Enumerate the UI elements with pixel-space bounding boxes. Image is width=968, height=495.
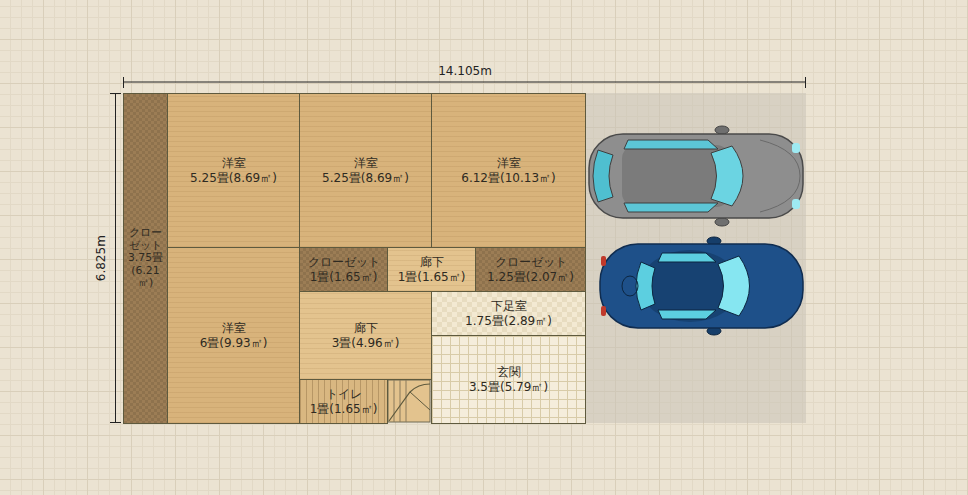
room-box: トイレ1畳(1.65㎡): [299, 379, 388, 424]
room-area: 6.12畳(10.13㎡): [461, 171, 555, 186]
room-box: 下足室1.75畳(2.89㎡): [431, 291, 586, 336]
room-name: 廊下: [354, 321, 378, 336]
dimension-label: 14.105m: [438, 64, 492, 78]
room-name: 洋室: [222, 321, 246, 336]
room-name: クローゼット: [495, 255, 567, 270]
room-name: トイレ: [326, 387, 362, 402]
room-name: クローゼット: [124, 227, 167, 252]
room-area: 3.5畳(5.79㎡): [469, 380, 548, 395]
room-area: 1.75畳(2.89㎡): [465, 314, 552, 329]
room-area: 3.75畳(6.21㎡): [124, 252, 167, 289]
parking-area: [585, 93, 806, 423]
car-illustration: [589, 126, 803, 226]
dimension-lines: [110, 77, 806, 423]
room-box: 廊下1畳(1.65㎡): [387, 247, 476, 292]
room-area: 1畳(1.65㎡): [398, 270, 466, 285]
room-name: 洋室: [222, 156, 246, 171]
room-box: 玄関3.5畳(5.79㎡): [431, 335, 586, 424]
room-area: 6畳(9.93㎡): [200, 336, 268, 351]
room-name: 洋室: [354, 156, 378, 171]
room-box: クローゼット1畳(1.65㎡): [299, 247, 388, 292]
room-box: 廊下3畳(4.96㎡): [299, 291, 432, 380]
room-area: 3畳(4.96㎡): [332, 336, 400, 351]
room-name: 下足室: [491, 299, 527, 314]
dimension-label: 6.825m: [94, 235, 108, 281]
room-area: 5.25畳(8.69㎡): [190, 171, 277, 186]
room-name: 洋室: [497, 156, 521, 171]
room-box: 洋室6畳(9.93㎡): [167, 247, 300, 424]
room-area: 1畳(1.65㎡): [310, 270, 378, 285]
room-name: クローゼット: [308, 255, 380, 270]
room-box: クローゼット1.25畳(2.07㎡): [475, 247, 586, 292]
room-box: クローゼット3.75畳(6.21㎡): [123, 93, 168, 424]
stairs-symbol: [388, 380, 430, 422]
room-box: 洋室5.25畳(8.69㎡): [167, 93, 300, 248]
room-area: 5.25畳(8.69㎡): [322, 171, 409, 186]
car-illustration: [600, 237, 803, 335]
room-name: 廊下: [420, 255, 444, 270]
room-name: 玄関: [497, 365, 521, 380]
room-area: 1.25畳(2.07㎡): [487, 270, 574, 285]
room-box: 洋室5.25畳(8.69㎡): [299, 93, 432, 248]
room-box: 洋室6.12畳(10.13㎡): [431, 93, 586, 248]
room-area: 1畳(1.65㎡): [310, 402, 378, 417]
